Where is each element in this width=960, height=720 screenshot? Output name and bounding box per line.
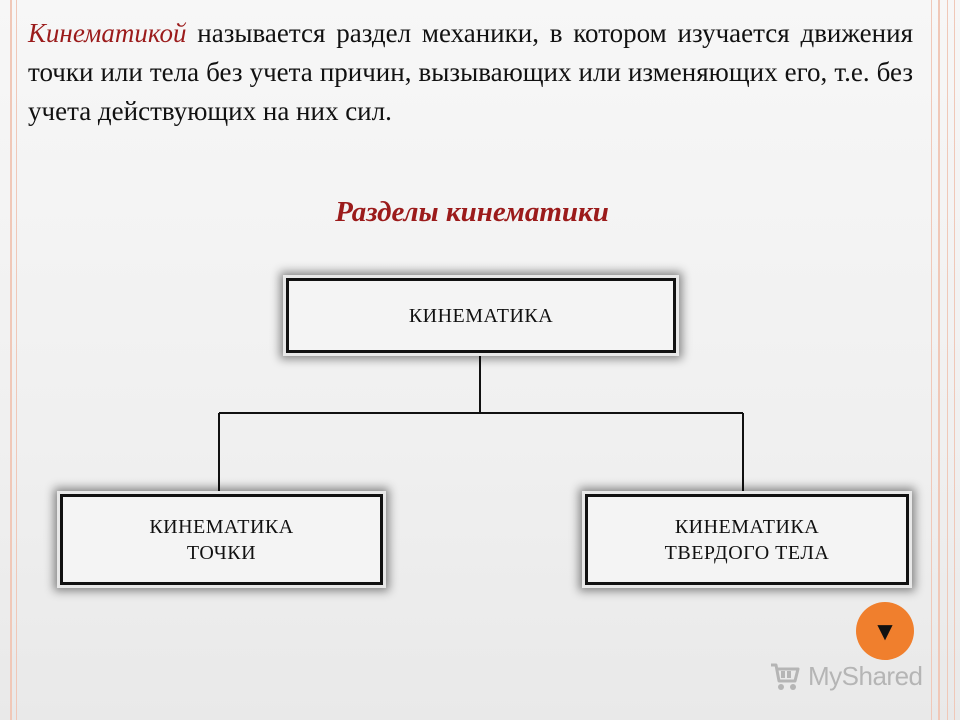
frame-line	[10, 0, 12, 720]
shopping-cart-icon	[771, 663, 800, 690]
watermark: MyShared	[768, 656, 928, 696]
node-rigid-body-kinematics: КИНЕМАТИКА ТВЕРДОГО ТЕЛА	[585, 494, 909, 585]
intro-text: называется раздел механики, в котором из…	[28, 18, 913, 126]
frame-line	[938, 0, 940, 720]
node-label: КИНЕМАТИКА	[674, 515, 820, 538]
node-kinematics: КИНЕМАТИКА	[286, 278, 676, 353]
node-label: КИНЕМАТИКА	[149, 515, 294, 538]
node-label: КИНЕМАТИКА	[408, 304, 554, 327]
node-label: ТОЧКИ	[186, 541, 257, 564]
next-slide-button[interactable]: ▼	[856, 602, 914, 660]
frame-line	[954, 0, 955, 720]
watermark-text: MyShared	[808, 660, 923, 691]
triangle-down-icon: ▼	[872, 615, 898, 646]
frame-line	[931, 0, 932, 720]
frame-line	[16, 0, 17, 720]
frame-line	[947, 0, 948, 720]
term-highlight: Кинематикой	[28, 18, 187, 48]
node-label: ТВЕРДОГО ТЕЛА	[664, 541, 830, 564]
intro-paragraph: Кинематикой называется раздел механики, …	[28, 14, 913, 131]
section-heading: Разделы кинематики	[335, 196, 609, 228]
node-point-kinematics: КИНЕМАТИКА ТОЧКИ	[60, 494, 383, 585]
